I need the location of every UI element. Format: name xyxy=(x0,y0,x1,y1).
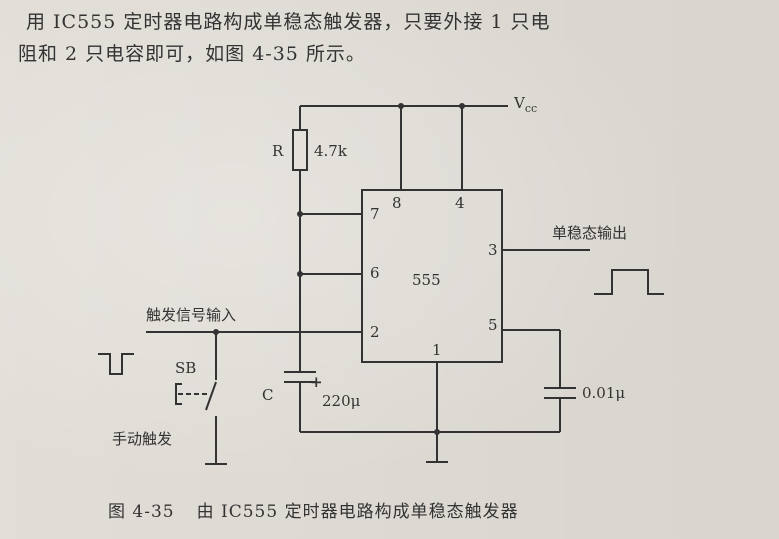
intro-paragraph: 用 IC555 定时器电路构成单稳态触发器，只要外接 1 只电 阻和 2 只电容… xyxy=(18,6,763,70)
figure-title: 由 IC555 定时器电路构成单稳态触发器 xyxy=(196,502,519,522)
pin-2-number: 2 xyxy=(370,323,380,341)
trigger-input-label: 触发信号输入 xyxy=(146,306,236,324)
resistor-symbol xyxy=(292,129,308,171)
junction-dot xyxy=(297,271,303,277)
capacitor-label: C xyxy=(262,386,273,404)
switch-actuator xyxy=(175,383,182,405)
positive-pulse-icon xyxy=(594,269,664,295)
resistor-label: R xyxy=(272,142,284,160)
manual-trigger-label: 手动触发 xyxy=(112,430,172,448)
switch-label: SB xyxy=(175,359,196,377)
intro-line-2: 阻和 2 只电容即可，如图 4-35 所示。 xyxy=(18,43,366,65)
output-label: 单稳态输出 xyxy=(552,224,627,242)
pin-8-number: 8 xyxy=(392,194,402,212)
switch-blade xyxy=(205,381,217,411)
ic555-chip xyxy=(361,189,503,363)
capacitor2-value: 0.01μ xyxy=(582,384,625,402)
cap-polarity: + xyxy=(310,373,323,391)
figure-caption: 图 4-35 由 IC555 定时器电路构成单稳态触发器 xyxy=(108,497,519,522)
vcc-label: Vcc xyxy=(513,94,537,115)
capacitor-value: 220μ xyxy=(322,392,361,410)
pin-1-number: 1 xyxy=(432,341,442,359)
junction-dot xyxy=(297,211,303,217)
figure-number: 图 4-35 xyxy=(108,502,175,522)
intro-line-1: 用 IC555 定时器电路构成单稳态触发器，只要外接 1 只电 xyxy=(26,11,551,33)
pin-5-number: 5 xyxy=(488,316,498,334)
resistor-value: 4.7k xyxy=(314,142,348,160)
pin-7-number: 7 xyxy=(370,205,380,223)
chip-label: 555 xyxy=(412,271,441,289)
pin-4-number: 4 xyxy=(455,194,465,212)
pin-3-number: 3 xyxy=(488,241,498,259)
negative-pulse-icon xyxy=(98,353,134,375)
pin-6-number: 6 xyxy=(370,264,380,282)
